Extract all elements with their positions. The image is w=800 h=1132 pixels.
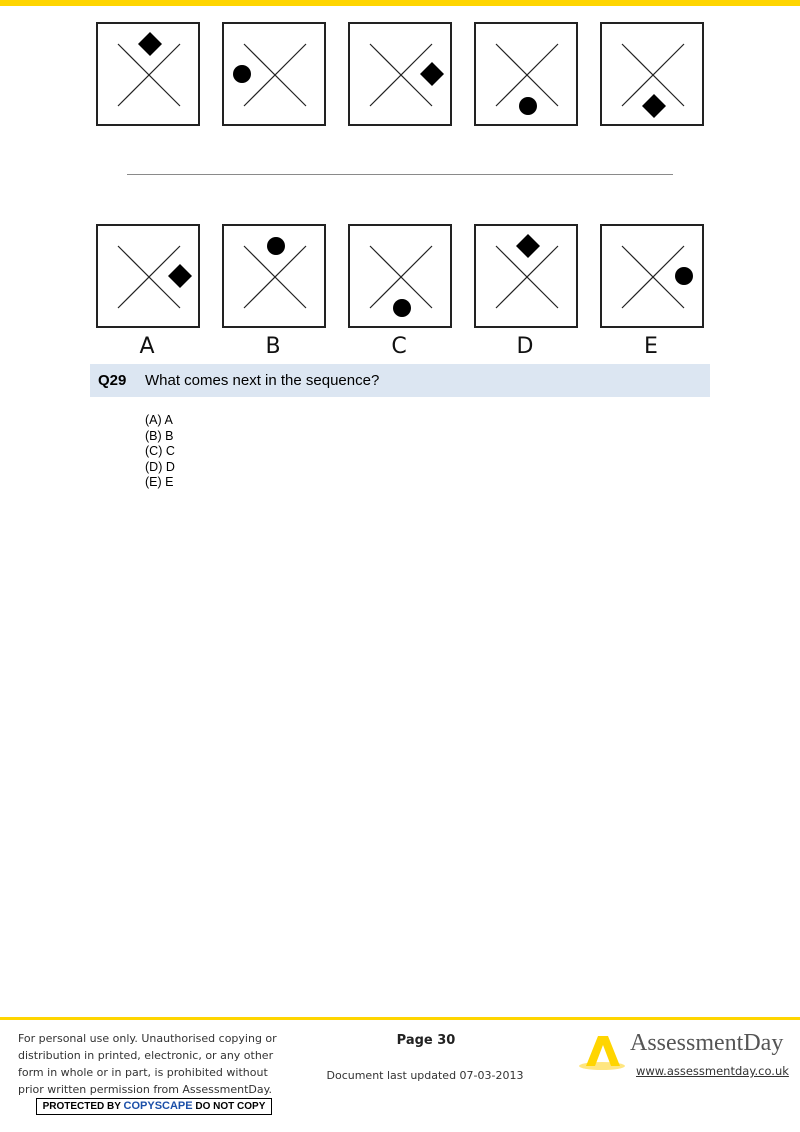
cross-line [495,245,559,309]
question-bar: Q29 What comes next in the sequence? [90,364,710,397]
option-figure-b[interactable] [222,224,326,328]
copyscape-brand: COPYSCAPE [123,1100,193,1112]
circle-symbol [267,237,285,255]
option-figure-e[interactable] [600,224,704,328]
cross-line [369,245,433,309]
option-labels: A B C D E [0,334,800,364]
diamond-symbol [420,62,444,86]
answer-list: (A) A (B) B (C) C (D) D (E) E [145,413,175,491]
answer-option-e[interactable]: (E) E [145,475,174,489]
copyscape-prefix: PROTECTED BY [42,1101,121,1112]
figure-5-graphic [621,43,685,118]
copyscape-suffix: DO NOT COPY [195,1101,266,1112]
option-figure-a[interactable] [96,224,200,328]
question-number: Q29 [98,372,127,389]
brand-name: AssessmentDay [630,1030,784,1056]
sequence-row [0,22,800,126]
sequence-figure-5 [600,22,704,126]
question-text: What comes next in the sequence? [145,372,380,389]
option-label-e: E [644,334,658,359]
cross-line [369,43,433,107]
option-a-graphic [117,245,192,309]
figure-1-graphic [117,32,181,107]
sequence-figure-4 [474,22,578,126]
circle-symbol [519,97,537,115]
copyright-notice: For personal use only. Unauthorised copy… [18,1032,277,1096]
document-updated: Document last updated 07-03-2013 [326,1069,524,1082]
cross-line [243,245,307,309]
figure-2-graphic [233,43,307,107]
answer-option-d[interactable]: (D) D [145,459,175,474]
option-label-a: A [139,334,155,359]
sequence-figure-1 [96,22,200,126]
page-number: Page 30 [396,1033,456,1048]
sequence-figure-2 [222,22,326,126]
option-c-graphic [369,245,433,317]
diamond-symbol [168,264,192,288]
diamond-symbol [138,32,162,56]
option-e-graphic [621,245,693,309]
circle-symbol [233,65,251,83]
cross-line [117,245,181,309]
sequence-figure-3 [348,22,452,126]
cross-line [495,43,559,107]
cross-line [117,43,181,107]
option-label-d: D [516,334,534,359]
cross-line [243,43,307,107]
option-b-graphic [243,237,307,309]
cross-line [621,245,685,309]
cross-line [621,43,685,107]
footer-accent-line [0,1017,800,1020]
answer-option-a[interactable]: (A) A [145,413,173,427]
figure-4-graphic [495,43,559,115]
option-d-graphic [495,234,559,309]
top-accent-bar [0,0,800,6]
option-figure-d[interactable] [474,224,578,328]
copyscape-badge[interactable]: PROTECTED BY COPYSCAPE DO NOT COPY [36,1098,272,1115]
diamond-symbol [516,234,540,258]
option-figure-c[interactable] [348,224,452,328]
section-divider [127,174,673,175]
assessmentday-logo-icon [579,1036,625,1070]
option-label-b: B [265,334,281,359]
diamond-symbol [642,94,666,118]
circle-symbol [393,299,411,317]
answer-option-c[interactable]: (C) C [145,444,175,458]
circle-symbol [675,267,693,285]
figure-3-graphic [369,43,444,107]
website-link[interactable]: www.assessmentday.co.uk [636,1064,789,1078]
answer-option-b[interactable]: (B) B [145,428,174,443]
options-row [0,224,800,328]
option-label-c: C [391,334,407,359]
